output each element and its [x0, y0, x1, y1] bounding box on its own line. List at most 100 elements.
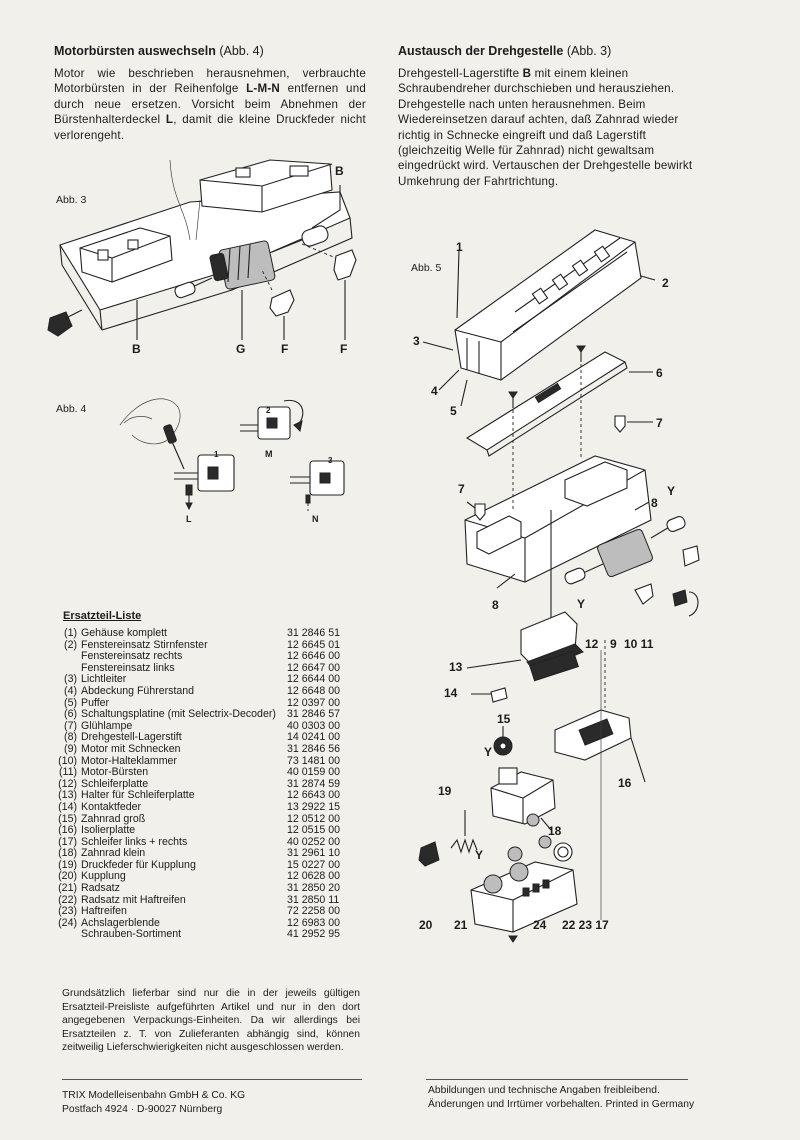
article-number: 13 2922 15: [287, 800, 341, 813]
right-heading-ref: (Abb. 3): [566, 44, 612, 58]
footer-company-line1: TRIX Modelleisenbahn GmbH & Co. KG: [62, 1090, 246, 1101]
right-heading-text: Austausch der Drehgestelle: [398, 44, 564, 58]
part-number: (22): [58, 893, 77, 906]
part-number: (12): [58, 777, 77, 790]
table-row: (7) Glühlampe 40 0303 00: [55, 719, 341, 733]
part-name: Motor mit Schnecken: [81, 742, 181, 755]
article-number: 12 0628 00: [287, 870, 341, 883]
fig3-callout-F1: F: [281, 342, 289, 356]
part-number: (1): [64, 627, 77, 639]
fig5-callout-5: 5: [450, 404, 457, 418]
table-row: (6)Schaltungsplatine (mit Selectrix-Deco…: [55, 709, 340, 721]
part-number: (5): [64, 696, 77, 709]
fig5-callout-Yb: Y: [577, 597, 586, 611]
article-number: 31 2846 56: [287, 742, 341, 755]
left-heading-text: Motorbürsten auswechseln: [54, 44, 216, 58]
fig4-drawing: [119, 398, 345, 511]
article-number: 12 0512 00: [287, 812, 341, 825]
part-number: (2): [64, 638, 77, 651]
part-number: (17): [58, 835, 77, 848]
part-name: Fenstereinsatz links: [81, 661, 175, 674]
article-number: 31 2874 59: [287, 777, 341, 790]
fig5-callout-3: 3: [413, 334, 420, 348]
article-number: 12 0515 00: [287, 824, 341, 837]
fig3-drawing: [47, 159, 357, 340]
footer-disclaimer: Abbildungen und technische Angaben freib…: [428, 1084, 694, 1111]
article-number: 14 0241 00: [287, 731, 341, 744]
footer-disclaimer-line1: Abbildungen und technische Angaben freib…: [428, 1085, 660, 1096]
fig4-callout-2: 2: [266, 406, 271, 415]
part-number: (13): [58, 789, 77, 802]
fig3-callout-B-top: B: [335, 164, 344, 178]
fig5-label: Abb. 5: [411, 262, 442, 274]
left_section-run: entfernen und durch neue ersetzen. Vorsi…: [54, 82, 366, 127]
part-number: (7): [64, 719, 77, 732]
part-number: (11): [58, 766, 77, 779]
fig4-label: Abb. 4: [56, 403, 87, 415]
part-name: Puffer: [81, 696, 110, 709]
fig3-callout-B-bottom: B: [132, 342, 141, 356]
part-name: Lichtleiter: [81, 673, 127, 686]
article-number: 12 0397 00: [287, 696, 341, 709]
part-name: Glühlampe: [81, 719, 133, 732]
part-number: (20): [58, 870, 77, 883]
article-number: 12 6643 00: [287, 789, 341, 802]
part-number: (10): [58, 754, 77, 767]
fig5-callout-16: 16: [618, 776, 632, 790]
article-number: 31 2850 11: [287, 893, 340, 906]
fig5-callout-15: 15: [497, 712, 511, 726]
left_section-run: L: [165, 113, 174, 127]
part-name: Kupplung: [81, 870, 126, 883]
article-number: 40 0303 00: [287, 719, 341, 732]
part-name: Motor-Halteklammer: [81, 754, 177, 767]
part-number: (8): [64, 731, 77, 744]
fig5-callout-18: 18: [548, 824, 562, 838]
fig4-callout-L: L: [186, 514, 192, 524]
table-row: (5) Puffer 12 0397 00: [55, 696, 341, 710]
table-row: (11) Motor-Bürsten 40 0159 00: [55, 767, 340, 779]
part-name: Motor-Bürsten: [81, 766, 149, 779]
part-number: (4): [64, 684, 77, 697]
fig5-motor: [597, 528, 653, 578]
right_section-run: Drehgestell-Lagerstifte: [398, 67, 523, 80]
fig5-callout-13: 13: [449, 660, 463, 674]
part-name: Zahnrad groß: [81, 812, 146, 825]
fig5-callout-24: 24: [533, 918, 547, 932]
footer-rule-right: [426, 1079, 688, 1080]
article-number: 40 0159 00: [287, 766, 341, 779]
footer-disclaimer-line2: Änderungen und Irrtümer vorbehalten. Pri…: [428, 1098, 695, 1110]
fig5-callout-Ya: Y: [667, 484, 676, 498]
table-row: (20) Kupplung 12 0628 00: [55, 871, 340, 883]
part-number: [55, 651, 81, 663]
fig5-callout-21: 21: [454, 918, 468, 932]
fig5-callout-19: 19: [438, 784, 452, 798]
part-name: Zahnrad klein: [81, 847, 146, 860]
part-number: (21): [58, 882, 77, 895]
fig5-callout-6: 6: [656, 366, 663, 380]
fig3-callout-F2: F: [340, 342, 348, 356]
article-number: 73 1481 00: [287, 754, 341, 767]
parts-list-title: Ersatzteil-Liste: [63, 610, 142, 622]
article-number: 31 2961 10: [287, 847, 341, 860]
part-number: (24): [58, 916, 77, 929]
fig5-callout-7a: 7: [656, 416, 663, 430]
fig5-callout-8a: 8: [651, 496, 658, 510]
part-name: Druckfeder für Kupplung: [81, 858, 196, 871]
part-name: Achslagerblende: [81, 916, 160, 929]
article-number: 12 6645 01: [287, 638, 341, 651]
article-number: 31 2846 51: [287, 627, 341, 639]
article-number: 12 6646 00: [287, 650, 341, 663]
